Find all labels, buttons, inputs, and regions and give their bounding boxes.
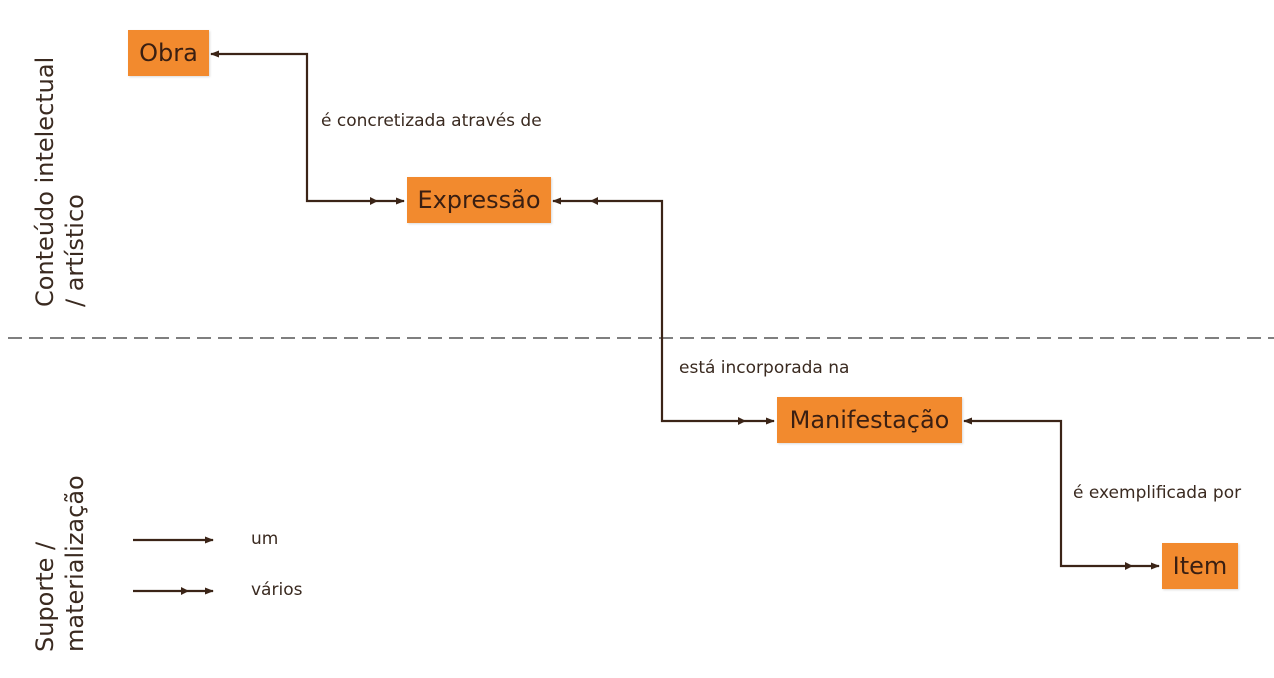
zone-label-physical-line2: materialização xyxy=(61,475,89,652)
legend-label-many: vários xyxy=(251,580,303,600)
zone-label-physical-line1: Suporte / xyxy=(31,541,59,652)
entity-expressao[interactable]: Expressão xyxy=(407,177,551,223)
connector-obra-expressao xyxy=(210,50,405,205)
relation-label-manifestacao-item: é exemplificada por xyxy=(1073,483,1242,503)
many-arrowhead-manifestacao-item xyxy=(1125,562,1133,570)
entity-manifestacao[interactable]: Manifestação xyxy=(777,397,962,443)
many-arrowhead-manifestacao-side xyxy=(738,417,746,425)
connector-manifestacao-item xyxy=(963,417,1160,570)
zone-label-intellectual: Conteúdo intelectual / artístico xyxy=(30,56,90,307)
many-arrowhead-expressao-side xyxy=(590,197,598,205)
entity-obra[interactable]: Obra xyxy=(128,30,209,76)
many-arrowhead-obra-expressao xyxy=(370,197,378,205)
entity-item[interactable]: Item xyxy=(1162,543,1238,589)
zone-label-physical: Suporte / materialização xyxy=(30,475,90,652)
legend-many-arrowhead xyxy=(181,587,189,595)
legend-label-one: um xyxy=(251,529,279,549)
connector-expressao-manifestacao xyxy=(552,197,775,425)
zone-label-intellectual-line2: / artístico xyxy=(61,194,89,307)
zone-label-intellectual-line1: Conteúdo intelectual xyxy=(31,56,59,307)
relation-label-obra-expressao: é concretizada através de xyxy=(321,111,542,131)
relation-label-expressao-manifestacao: está incorporada na xyxy=(679,358,850,378)
